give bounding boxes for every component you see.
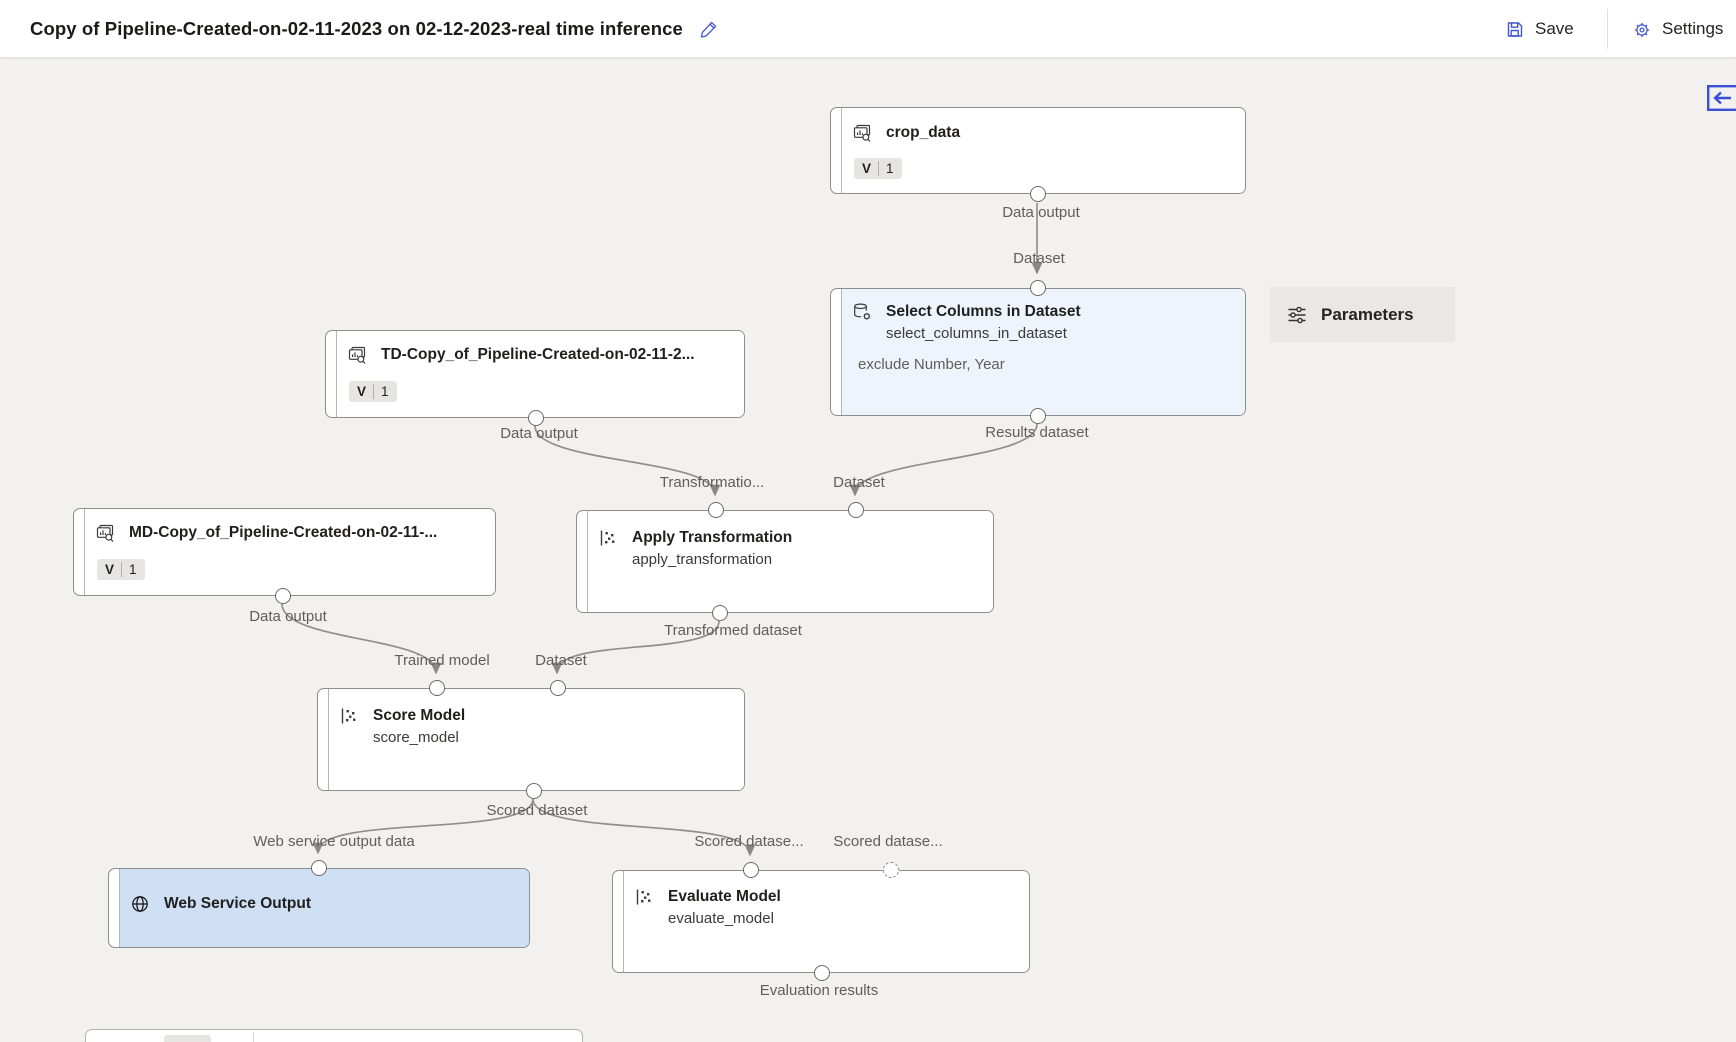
pencil-icon (699, 19, 719, 39)
settings-label: Settings (1662, 19, 1724, 38)
input-port[interactable] (311, 860, 327, 876)
port-label: Scored dataset (486, 802, 588, 819)
port-label: Trained model (394, 652, 490, 669)
output-port[interactable] (528, 410, 544, 426)
node-title: Evaluate Model (668, 888, 781, 905)
top-toolbar: Copy of Pipeline-Created-on-02-11-2023 o… (0, 0, 1736, 58)
node-subtitle: apply_transformation (632, 551, 773, 568)
port-label: Data output (1002, 204, 1080, 221)
port-label: Scored datase... (833, 833, 943, 850)
collapse-panel-left-arrow-icon[interactable] (1707, 85, 1736, 112)
node-title: Select Columns in Dataset (886, 303, 1081, 320)
node-title: Apply Transformation (632, 529, 793, 546)
pipeline-edges (281, 202, 1043, 857)
port-label: Data output (500, 425, 578, 442)
parameters-button[interactable]: Parameters (1270, 287, 1455, 342)
node-comment: exclude Number, Year (858, 356, 1005, 373)
node-subtitle: score_model (373, 729, 459, 746)
node-evaluate-model[interactable]: Evaluate Model evaluate_model (612, 862, 1030, 981)
port-label: Web service output data (253, 833, 415, 850)
edit-title-button[interactable] (699, 19, 719, 39)
node-td-dataset[interactable]: TD-Copy_of_Pipeline-Created-on-02-11-2..… (325, 330, 745, 426)
output-port[interactable] (814, 965, 830, 981)
settings-button[interactable]: Settings (1632, 0, 1723, 58)
save-label: Save (1535, 19, 1574, 38)
globe-icon (130, 894, 150, 914)
port-label: Results dataset (985, 424, 1089, 441)
gear-icon (1632, 19, 1652, 39)
node-title: TD-Copy_of_Pipeline-Created-on-02-11-2..… (381, 346, 695, 363)
port-label: Dataset (1013, 250, 1065, 267)
input-port[interactable] (708, 502, 724, 518)
input-port-unconnected[interactable] (883, 862, 899, 878)
node-subtitle: select_columns_in_dataset (886, 325, 1067, 342)
scatter-plot-icon (634, 887, 654, 907)
dataset-search-icon (95, 523, 115, 543)
floppy-disk-icon (1505, 19, 1525, 39)
node-title: Score Model (373, 707, 466, 724)
port-label: Evaluation results (759, 982, 879, 999)
output-port[interactable] (1030, 408, 1046, 424)
input-port[interactable] (848, 502, 864, 518)
parameters-label: Parameters (1321, 304, 1414, 324)
database-gear-icon (852, 302, 872, 322)
node-title: MD-Copy_of_Pipeline-Created-on-02-11-... (129, 524, 438, 541)
pipeline-title: Copy of Pipeline-Created-on-02-11-2023 o… (30, 18, 683, 39)
input-port[interactable] (1030, 280, 1046, 296)
output-port[interactable] (1030, 186, 1046, 202)
node-score-model[interactable]: Score Model score_model (317, 680, 745, 799)
toolbar-separator (1607, 9, 1608, 49)
dataset-search-icon (347, 345, 367, 365)
input-port[interactable] (429, 680, 445, 696)
node-apply-transformation[interactable]: Apply Transformation apply_transformatio… (576, 502, 994, 621)
port-label: Dataset (535, 652, 587, 669)
node-title: crop_data (886, 124, 961, 141)
node-partial[interactable] (85, 1029, 583, 1042)
node-select-columns[interactable]: Select Columns in Dataset select_columns… (830, 280, 1246, 424)
port-label: Dataset (833, 474, 885, 491)
output-port[interactable] (275, 588, 291, 604)
port-label: Data output (249, 608, 327, 625)
node-title: Web Service Output (164, 895, 311, 912)
output-port[interactable] (712, 605, 728, 621)
save-button[interactable]: Save (1505, 0, 1574, 58)
node-subtitle: evaluate_model (668, 910, 774, 927)
scatter-plot-icon (598, 528, 618, 548)
port-label: Transformed dataset (664, 622, 802, 639)
version-badge (164, 1035, 211, 1042)
scatter-plot-icon (339, 706, 359, 726)
sliders-icon (1286, 304, 1308, 326)
port-label: Scored datase... (694, 833, 804, 850)
node-md-dataset[interactable]: MD-Copy_of_Pipeline-Created-on-02-11-...… (73, 508, 496, 604)
node-web-service-output[interactable]: Web Service Output (108, 860, 530, 948)
port-label: Transformatio... (659, 474, 765, 491)
input-port[interactable] (550, 680, 566, 696)
input-port[interactable] (743, 862, 759, 878)
dataset-search-icon (852, 123, 872, 143)
output-port[interactable] (526, 783, 542, 799)
